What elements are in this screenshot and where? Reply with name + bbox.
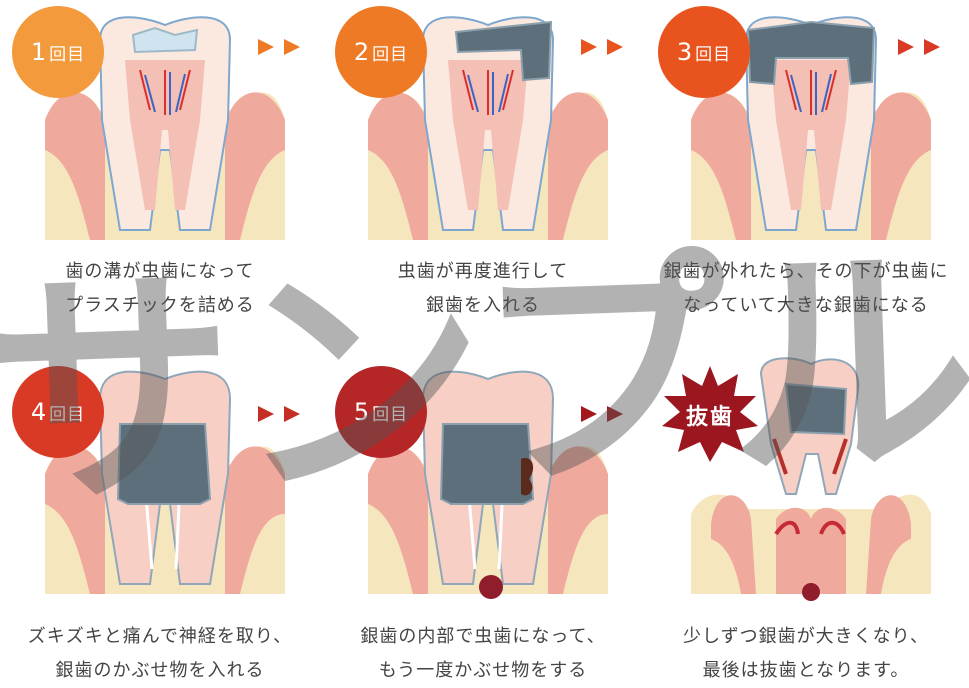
step-suffix: 回目 [49,44,86,65]
step-number: 2 [353,38,371,66]
caption-line-1: 銀歯が外れたら、その下が虫歯に [663,261,949,282]
next-arrows-icon [581,39,623,55]
step-suffix: 回目 [372,44,409,65]
extraction-label: 抜歯 [685,405,734,430]
caption-line-1: 銀歯の内部で虫歯になって、 [360,626,606,647]
caption-line-2: もう一度かぶせ物をする [378,660,588,681]
caption-line-1: 少しずつ銀歯が大きくなり、 [683,626,929,647]
next-arrows-icon [898,39,940,55]
tooth-inlay-illustration [368,16,608,240]
step-suffix: 回目 [372,404,409,425]
step-6-panel: 抜歯 少しずつ銀歯が大きくなり、 最後は抜歯となります。 [646,344,966,688]
step-caption: 歯の溝が虫歯になって プラスチックを詰める [0,255,320,323]
next-arrows-icon [258,406,300,422]
extraction-burst-icon [662,366,758,462]
step-caption: 少しずつ銀歯が大きくなり、 最後は抜歯となります。 [646,620,966,688]
step-caption: 虫歯が再度進行して 銀歯を入れる [323,255,643,323]
caption-line-2: 最後は抜歯となります。 [702,660,910,681]
step-caption: ズキズキと痛んで神経を取り、 銀歯のかぶせ物を入れる [0,620,320,688]
caption-line-1: 歯の溝が虫歯になって [65,261,255,282]
step-caption: 銀歯の内部で虫歯になって、 もう一度かぶせ物をする [323,620,643,688]
step-number: 1 [30,38,48,66]
caption-line-1: ズキズキと痛んで神経を取り、 [27,626,293,647]
tooth-filling-illustration [45,16,285,240]
caption-line-2: なっていて大きな銀歯になる [683,295,929,316]
step-number: 5 [353,398,371,426]
step-caption: 銀歯が外れたら、その下が虫歯に なっていて大きな銀歯になる [646,255,966,323]
step-number: 4 [30,398,48,426]
tooth-extraction-illustration [691,357,931,601]
caption-line-2: 銀歯を入れる [426,295,540,316]
caption-line-2: プラスチックを詰める [65,295,255,316]
next-arrows-icon [258,39,300,55]
caption-line-1: 虫歯が再度進行して [397,261,569,282]
step-suffix: 回目 [695,44,732,65]
next-arrows-icon [581,406,623,422]
tooth-recurrent-decay-illustration [368,370,608,599]
step-number: 3 [676,38,694,66]
tooth-large-inlay-illustration [691,16,931,240]
tooth-crown-root-canal-illustration [45,370,285,594]
step-suffix: 回目 [49,404,86,425]
caption-line-2: 銀歯のかぶせ物を入れる [55,660,265,681]
